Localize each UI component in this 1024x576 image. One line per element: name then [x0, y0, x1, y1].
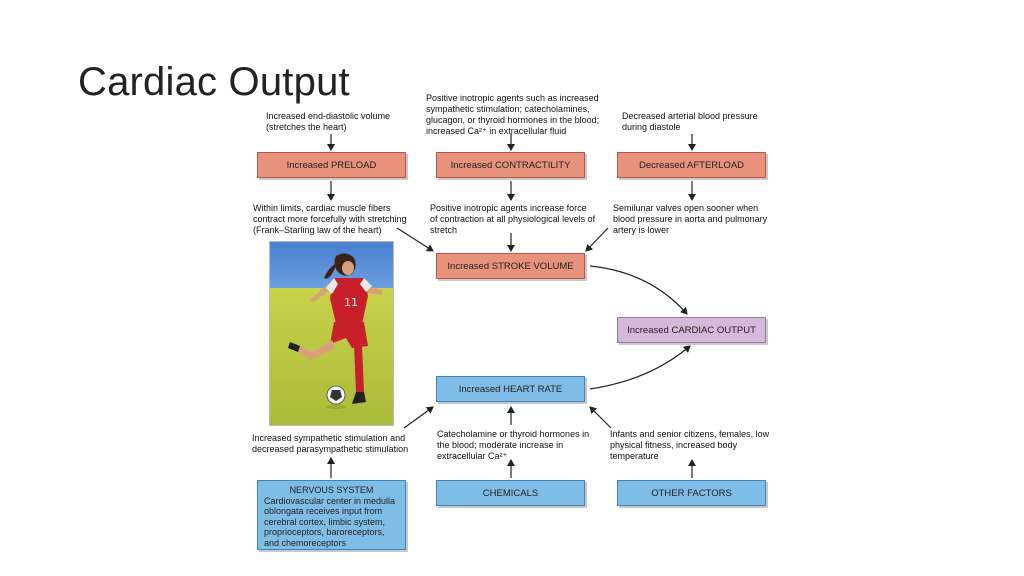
nervous-system-body: Cardiovascular center in medulla oblonga…	[264, 495, 396, 548]
arrow-sympathetic-hr	[403, 406, 434, 429]
heart-rate-box: Increased HEART RATE	[436, 376, 585, 402]
afterload-box: Decreased AFTERLOAD	[617, 152, 766, 178]
catecholamine-text: Catecholamine or thyroid hormones in the…	[437, 429, 590, 461]
arrow-starling-sv	[396, 227, 434, 252]
soccer-player-photo: 11	[269, 241, 394, 426]
arrow-semilunar-sv	[585, 227, 609, 252]
nervous-system-box: NERVOUS SYSTEM Cardiovascular center in …	[257, 480, 406, 550]
sympathetic-text: Increased sympathetic stimulation and de…	[252, 433, 409, 454]
arrow-infants-hr	[589, 406, 612, 429]
frank-starling-text: Within limits, cardiac muscle fibers con…	[253, 203, 407, 235]
nervous-system-title: NERVOUS SYSTEM	[289, 485, 374, 495]
edv-text: Increased end-diastolic volume (stretche…	[266, 111, 391, 132]
inotropic-force-text: Positive inotropic agents increase force…	[430, 203, 596, 235]
cardiac-output-box: Increased CARDIAC OUTPUT	[617, 317, 766, 343]
contractility-box: Increased CONTRACTILITY	[436, 152, 585, 178]
arrow-hr-co	[589, 345, 691, 390]
infants-text: Infants and senior citizens, females, lo…	[610, 429, 770, 461]
arrow-sv-co	[589, 265, 688, 315]
slide-title: Cardiac Output	[78, 60, 350, 104]
inotropic-agents-text: Positive inotropic agents such as increa…	[426, 93, 600, 136]
stroke-volume-box: Increased STROKE VOLUME	[436, 253, 585, 279]
chemicals-box: CHEMICALS	[436, 480, 585, 506]
decreased-bp-text: Decreased arterial blood pressure during…	[622, 111, 758, 132]
jersey-number: 11	[344, 296, 358, 309]
semilunar-text: Semilunar valves open sooner when blood …	[613, 203, 768, 235]
preload-box: Increased PRELOAD	[257, 152, 406, 178]
other-factors-box: OTHER FACTORS	[617, 480, 766, 506]
